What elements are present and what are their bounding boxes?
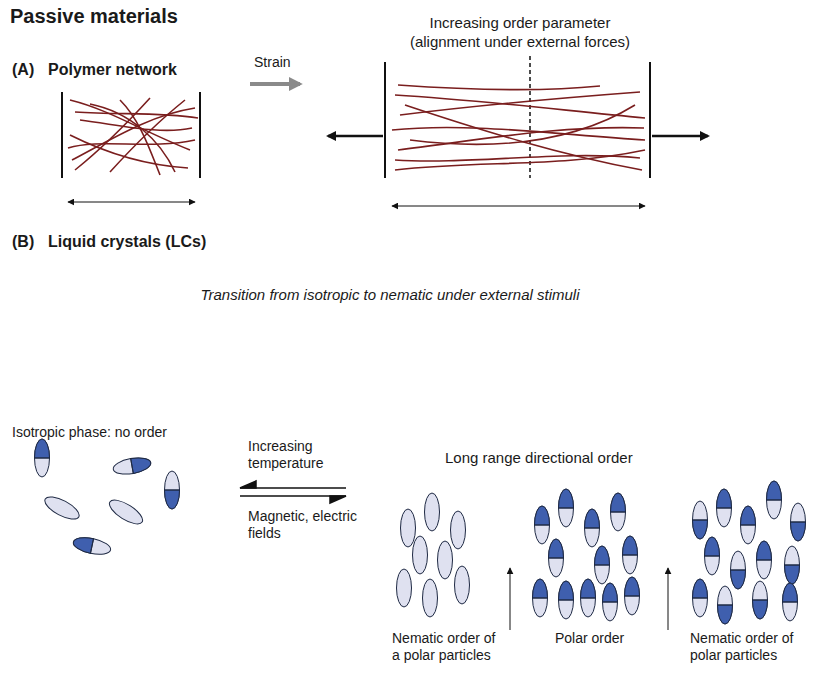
process-label: Strain — [254, 54, 291, 71]
annotation: Transition from isotropic to nematic und… — [110, 286, 670, 304]
equilibrium-arrows — [240, 481, 346, 503]
annotation: Increasing order parameter — [400, 14, 640, 32]
polymer-network-stretched — [328, 56, 708, 206]
phase-label: Nematic order of polar particles — [690, 630, 808, 664]
condition-label: Magnetic, electric fields — [248, 508, 358, 542]
polymer-network-relaxed — [62, 92, 200, 202]
part-letter: (A) — [12, 60, 34, 79]
phase-label: Polar order — [555, 630, 624, 647]
section-heading: Polymer network — [48, 60, 177, 79]
part-letter: (B) — [12, 232, 34, 251]
figure-title: Passive materials — [10, 4, 178, 28]
director-arrow — [510, 568, 511, 630]
section-heading: Liquid crystals (LCs) — [48, 232, 206, 251]
phase-label: Isotropic phase: no order — [12, 424, 167, 441]
nematic-apolar-particles — [397, 493, 470, 617]
condition-label: Increasing temperature — [248, 438, 338, 472]
strain-arrow — [250, 82, 300, 86]
phase-label: Nematic order of a polar particles — [392, 630, 496, 664]
director-arrow — [668, 568, 669, 630]
phase-label: Long range directional order — [445, 449, 633, 467]
nematic-polar-particles — [693, 481, 806, 624]
isotropic-particles — [35, 439, 180, 557]
annotation: (alignment under external forces) — [380, 33, 660, 51]
polar-particles — [533, 489, 640, 621]
